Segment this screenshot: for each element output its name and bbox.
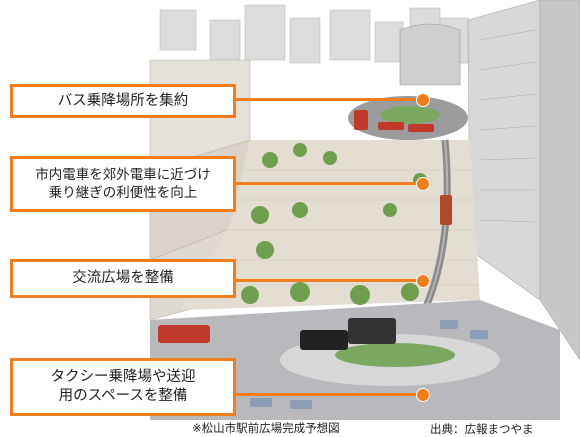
callout-marker-dot bbox=[416, 93, 430, 107]
source-credit: 出典：広報まつやま bbox=[430, 421, 580, 437]
callout-marker-dot bbox=[416, 388, 430, 402]
right-buildings bbox=[467, 0, 580, 361]
callout-tram-transfer: 市内電車を郊外電車に近づけ 乗り継ぎの利便性を向上 bbox=[10, 156, 236, 212]
callout-leader-line bbox=[236, 182, 420, 185]
bus-terminal-green bbox=[380, 106, 440, 124]
trees bbox=[241, 143, 427, 305]
callout-leader-line bbox=[236, 393, 420, 396]
steam-train bbox=[300, 318, 396, 350]
cars bbox=[250, 320, 488, 409]
callout-taxi-pickup: タクシー乗降場や送迎 用のスペースを整備 bbox=[10, 358, 236, 416]
callout-marker-dot bbox=[416, 274, 430, 288]
callout-exchange-plaza: 交流広場を整備 bbox=[10, 259, 236, 298]
callout-leader-line bbox=[236, 98, 420, 101]
red-tram bbox=[158, 325, 210, 343]
callout-marker-dot bbox=[416, 177, 430, 191]
round-building bbox=[399, 23, 461, 86]
figure-caption: ※松山市駅前広場完成予想図 bbox=[192, 420, 340, 436]
tram bbox=[440, 195, 452, 225]
buses bbox=[354, 110, 434, 132]
callout-bus-stops: バス乗降場所を集約 bbox=[10, 84, 236, 118]
callout-leader-line bbox=[236, 279, 420, 282]
